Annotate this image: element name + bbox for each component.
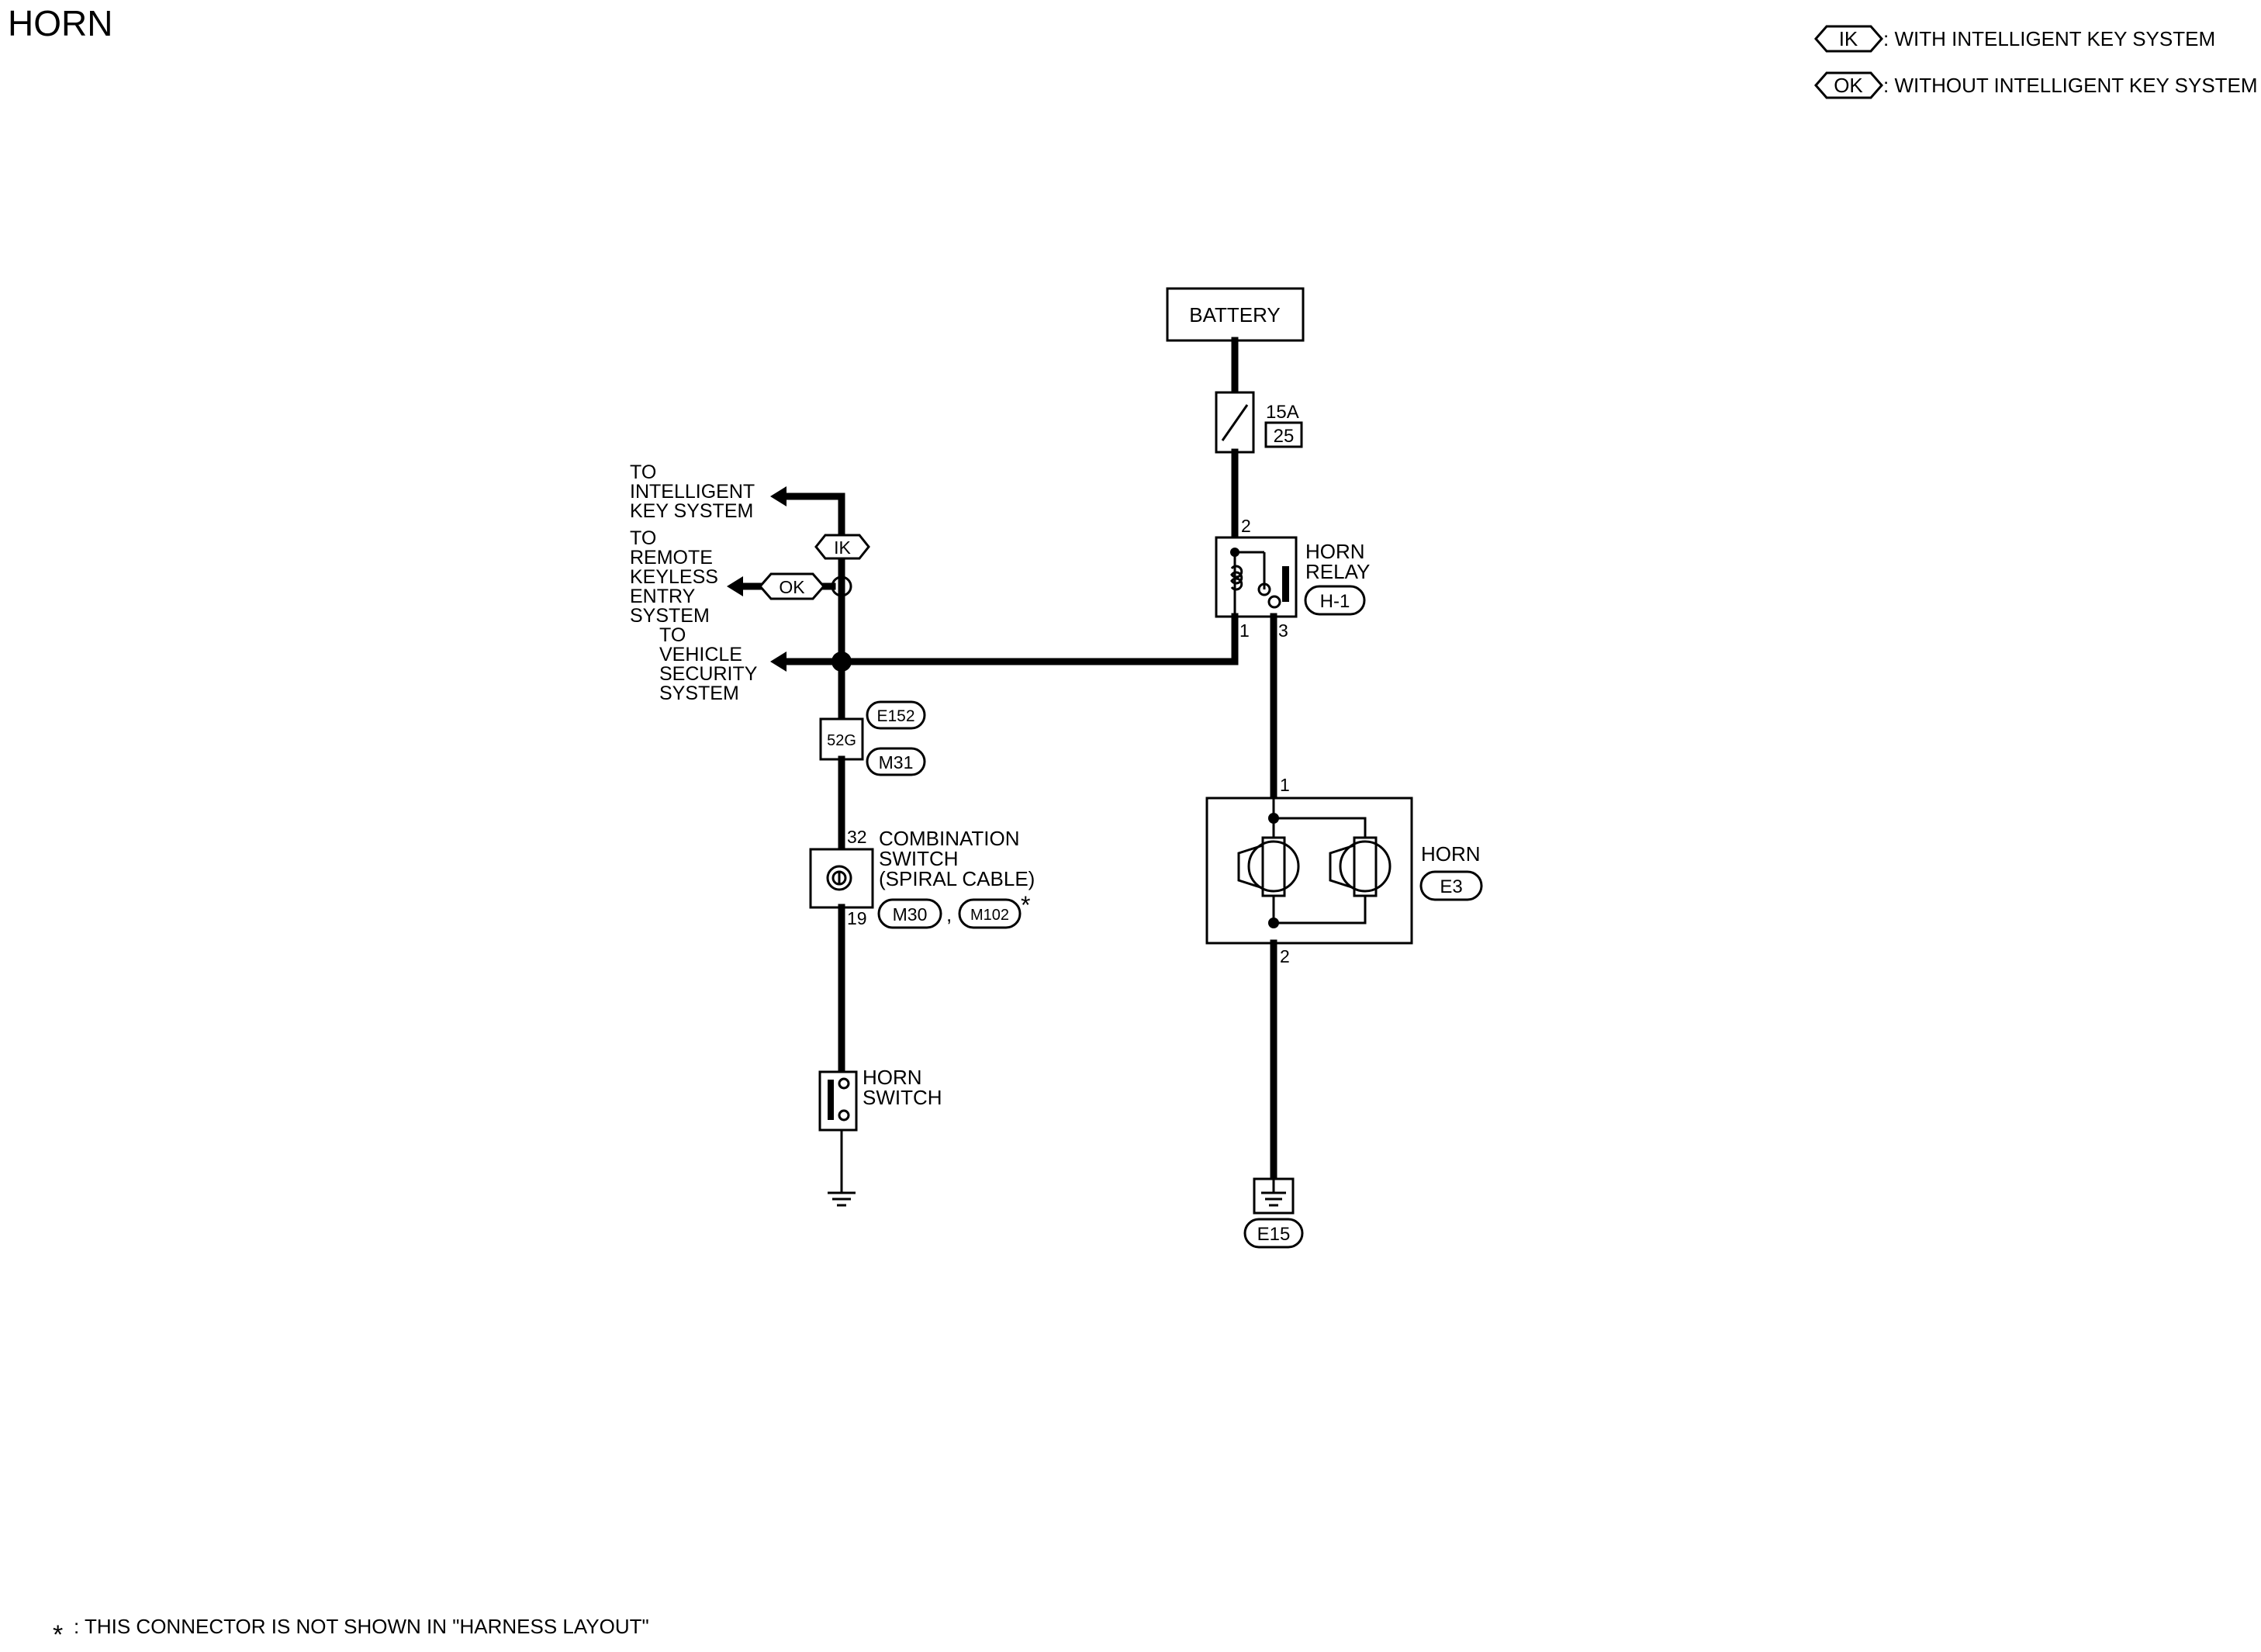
horn-relay: 2 HORN RELAY H-1 1 3 bbox=[1215, 516, 1370, 641]
combination-switch: 32 19 COMBINATION SWITCH (SPIRAL CABLE) … bbox=[809, 827, 1035, 929]
remote-line5: SYSTEM bbox=[630, 605, 710, 627]
fuse: 15A 25 bbox=[1215, 391, 1303, 454]
branch-ok-label: OK bbox=[779, 577, 805, 597]
combswitch-separator: , bbox=[946, 903, 952, 926]
security-line3: SECURITY bbox=[659, 663, 758, 685]
ground-e15: E15 bbox=[1243, 1177, 1304, 1249]
relay-connector: H-1 bbox=[1320, 591, 1350, 612]
horn-label: HORN bbox=[1421, 842, 1481, 866]
main-junction bbox=[831, 651, 852, 672]
relay-label-line2: RELAY bbox=[1305, 560, 1370, 583]
relay-label-line1: HORN bbox=[1305, 540, 1365, 563]
legend-ok-tag: OK bbox=[1834, 74, 1863, 97]
relay-pin-3: 3 bbox=[1278, 620, 1288, 641]
diagram-title: HORN bbox=[8, 3, 112, 43]
relay-pin-1: 1 bbox=[1239, 620, 1250, 641]
horn-switch-label-line2: SWITCH bbox=[863, 1086, 942, 1109]
intelligent-key-line2: INTELLIGENT bbox=[630, 481, 755, 503]
harness-terminal: 52G bbox=[827, 732, 856, 749]
horn-switch-label-line1: HORN bbox=[863, 1066, 922, 1089]
arrow-intelligent-key bbox=[770, 486, 787, 506]
horn-switch: HORN SWITCH bbox=[818, 1066, 942, 1132]
harness-connector-top: E152 bbox=[876, 707, 914, 725]
combswitch-pin-19: 19 bbox=[847, 908, 867, 928]
legend: IK : WITH INTELLIGENT KEY SYSTEM OK : WI… bbox=[1814, 25, 2258, 99]
legend-ok-text: : WITHOUT INTELLIGENT KEY SYSTEM bbox=[1883, 74, 2258, 97]
security-line4: SYSTEM bbox=[659, 683, 739, 704]
battery-label: BATTERY bbox=[1189, 303, 1281, 327]
combswitch-connector-1: M30 bbox=[893, 904, 928, 924]
legend-ik-tag: IK bbox=[1839, 27, 1858, 50]
wire-intelligent-key bbox=[780, 492, 845, 551]
combswitch-label-line1: COMBINATION bbox=[879, 827, 1020, 850]
combswitch-connector-2: M102 bbox=[970, 907, 1009, 924]
combswitch-asterisk: * bbox=[1021, 891, 1030, 919]
horn-connector-tag: E3 bbox=[1419, 870, 1483, 901]
horn: HORN E3 bbox=[1205, 797, 1483, 945]
relay-pin-2: 2 bbox=[1241, 516, 1251, 536]
battery: BATTERY bbox=[1166, 287, 1305, 342]
wire-relay-junction bbox=[838, 613, 1239, 665]
combswitch-pin-32: 32 bbox=[847, 827, 867, 847]
ground-connector: E15 bbox=[1257, 1224, 1291, 1245]
harness-connector: 52G E152 M31 bbox=[819, 700, 926, 776]
arrow-remote-keyless bbox=[727, 576, 743, 596]
relay-connector-tag: H-1 bbox=[1304, 585, 1366, 616]
arrow-vehicle-security bbox=[770, 651, 787, 672]
remote-line4: ENTRY bbox=[630, 586, 696, 607]
branch-ik-tag: IK bbox=[814, 534, 870, 560]
combswitch-label-line2: SWITCH bbox=[879, 847, 959, 870]
security-line2: VEHICLE bbox=[659, 644, 742, 665]
combswitch-label-line3: (SPIRAL CABLE) bbox=[879, 867, 1035, 890]
intelligent-key-line1: TO bbox=[630, 461, 656, 483]
legend-ik-symbol: IK bbox=[1814, 25, 1883, 53]
legend-ik-text: : WITH INTELLIGENT KEY SYSTEM bbox=[1883, 27, 2215, 50]
horn-connector: E3 bbox=[1440, 876, 1462, 897]
fuse-rating: 15A bbox=[1266, 402, 1299, 423]
body-ground bbox=[828, 1191, 856, 1207]
fuse-number: 25 bbox=[1274, 426, 1295, 447]
security-line1: TO bbox=[659, 624, 686, 646]
branch-ok-tag: OK bbox=[759, 572, 825, 600]
horn-pin-2: 2 bbox=[1280, 946, 1290, 966]
remote-line3: KEYLESS bbox=[630, 566, 718, 588]
harness-connector-bottom: M31 bbox=[879, 752, 914, 772]
footnote-symbol: * bbox=[53, 1620, 63, 1650]
legend-ok-symbol: OK bbox=[1814, 71, 1883, 99]
remote-line1: TO bbox=[630, 527, 656, 549]
footnote-text: : THIS CONNECTOR IS NOT SHOWN IN "HARNES… bbox=[74, 1615, 649, 1638]
branch-ik-label: IK bbox=[834, 537, 851, 558]
remote-line2: REMOTE bbox=[630, 547, 713, 569]
horn-pin-1: 1 bbox=[1280, 775, 1290, 795]
intelligent-key-line3: KEY SYSTEM bbox=[630, 500, 753, 522]
